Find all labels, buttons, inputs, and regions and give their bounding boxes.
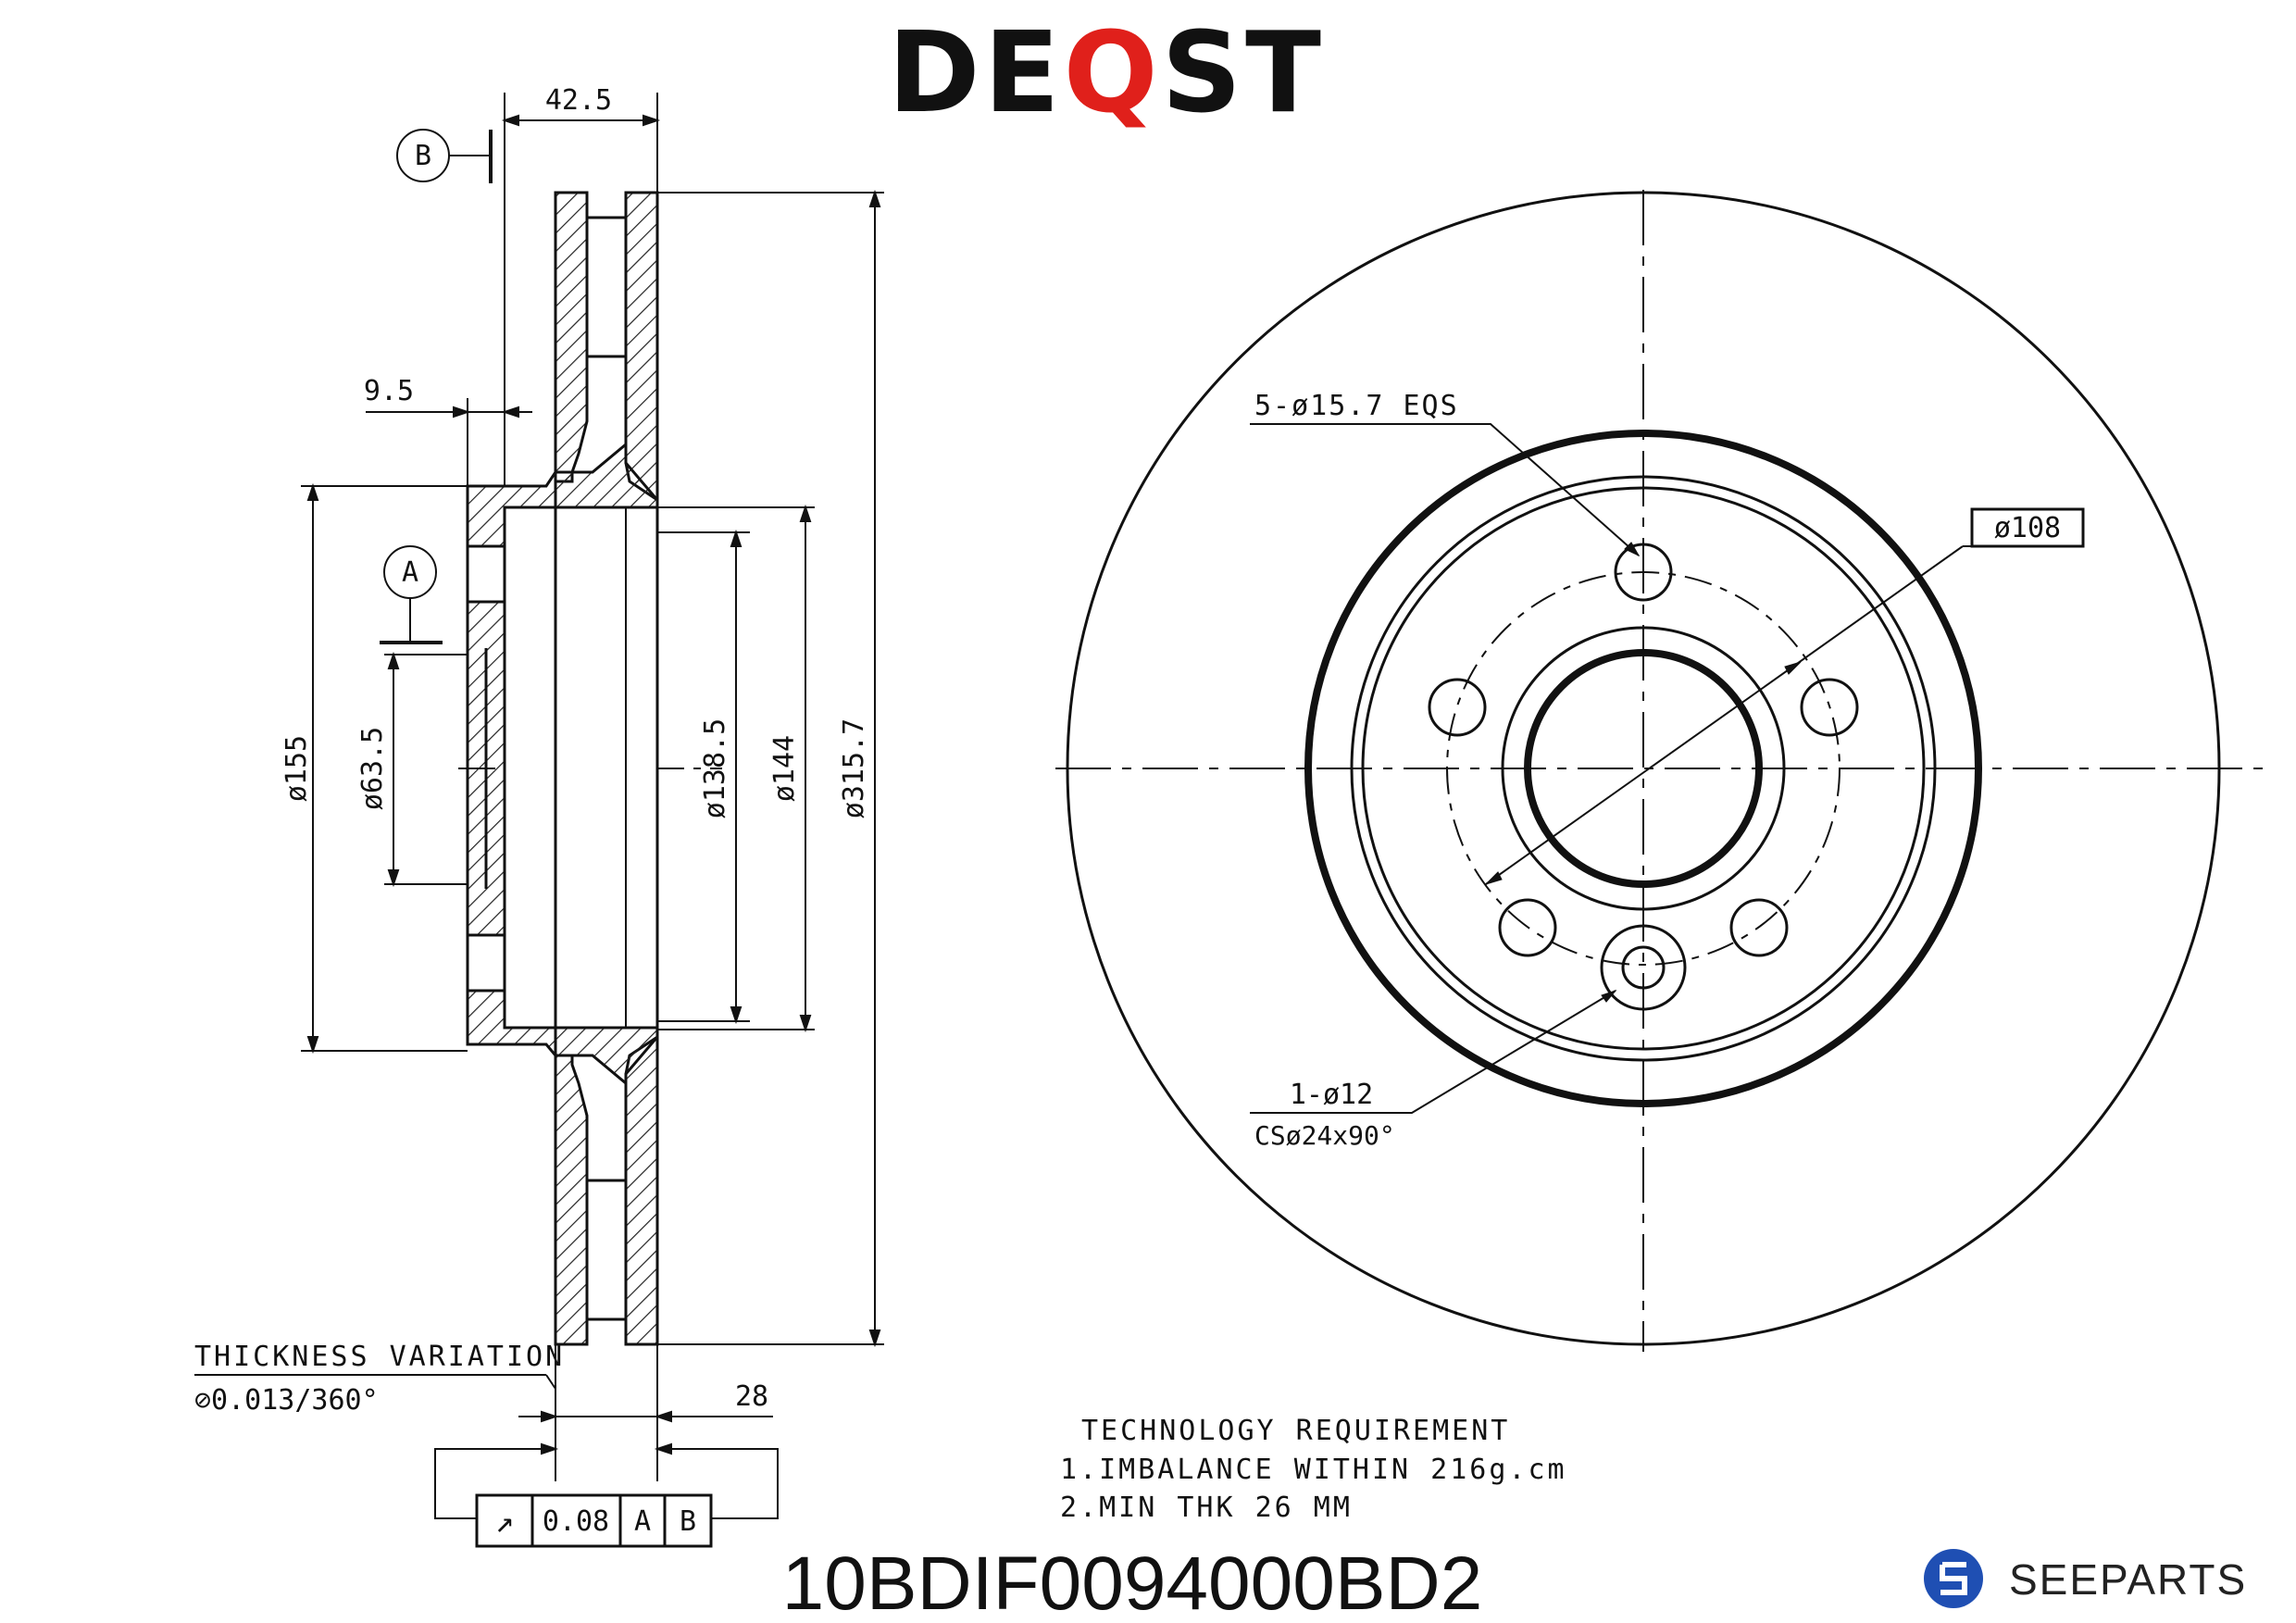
- brand-accent-letter: Q: [1064, 9, 1162, 138]
- tech-line-1: 1.IMBALANCE WITHIN 216g.cm: [1060, 1454, 1567, 1486]
- dim-9-5: 9.5: [364, 375, 414, 407]
- dia-144: ø144: [768, 735, 801, 802]
- thickness-variation-label: THICKNESS VARIATION: [194, 1341, 565, 1373]
- seeparts-name: SEEPARTS: [2009, 1555, 2247, 1604]
- pcd-circle: [1446, 571, 1841, 966]
- runout-datum-b: B: [680, 1505, 696, 1538]
- bolt-holes: [1428, 543, 1859, 957]
- dim-28: 28: [735, 1380, 768, 1413]
- dia-155: ø155: [281, 735, 313, 802]
- dia-138-5: ø138.5: [699, 718, 731, 818]
- pcd-label: ø108: [1994, 512, 2061, 544]
- bolt-holes-label: 5-ø15.7 EQS: [1254, 390, 1459, 422]
- runout-tolerance-frame: ↗ 0.08 A B: [475, 1493, 713, 1548]
- tech-title: TECHNOLOGY REQUIREMENT: [1081, 1415, 1510, 1447]
- technology-requirement: TECHNOLOGY REQUIREMENT 1.IMBALANCE WITHI…: [1060, 1415, 1567, 1524]
- svg-text:DEQST: DEQST: [888, 9, 1325, 138]
- disc-outer-edge: [1066, 191, 2221, 1346]
- dia-63-5: ø63.5: [356, 727, 389, 810]
- brand-suffix: ST: [1162, 9, 1325, 138]
- part-number: 10BDIF0094000BD2: [782, 1542, 1483, 1623]
- hat-outer-edge: [1304, 430, 1982, 1107]
- tech-line-2: 2.MIN THK 26 MM: [1060, 1492, 1353, 1524]
- aux-hole: [1600, 924, 1687, 1011]
- front-view: [1055, 190, 2268, 1352]
- dia-315-7: ø315.7: [838, 718, 870, 818]
- brand-logo: DEQST: [888, 9, 1325, 138]
- datum-a-label: A: [402, 556, 418, 589]
- runout-symbol: ↗: [495, 1504, 514, 1541]
- side-section-view: [458, 191, 722, 1346]
- aux-hole-label-2: CSø24x90°: [1254, 1120, 1395, 1151]
- side-view-labels: 42.5 9.5 B A ø155 ø63.5 ø138.5 ø144 ø315…: [194, 84, 870, 1417]
- runout-tolerance: 0.08: [543, 1505, 609, 1538]
- side-view-dimensions: [194, 93, 884, 1519]
- aux-hole-label-1: 1-ø12: [1290, 1079, 1373, 1111]
- runout-datum-a: A: [634, 1505, 651, 1538]
- brand-prefix: DE: [888, 9, 1064, 138]
- center-bore: [1524, 649, 1763, 888]
- seeparts-logo: SEEPARTS: [1924, 1549, 2247, 1608]
- front-view-labels: 5-ø15.7 EQS ø108 1-ø12 CSø24x90°: [1254, 390, 2061, 1151]
- dim-42-5: 42.5: [545, 84, 612, 117]
- thickness-variation-value: ⊘0.013/360°: [194, 1384, 379, 1417]
- datum-b-label: B: [415, 140, 431, 172]
